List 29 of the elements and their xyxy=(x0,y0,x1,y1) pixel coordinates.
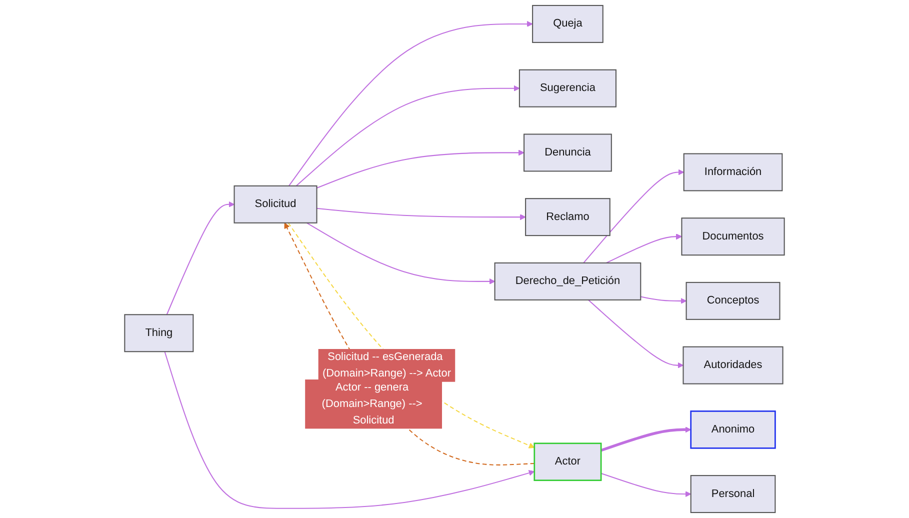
arrow xyxy=(296,85,520,186)
node-box: Información xyxy=(683,153,783,192)
node-box: Derecho_de_Petición xyxy=(494,262,642,300)
arrow xyxy=(164,351,535,509)
node-box: Sugerencia xyxy=(518,69,616,108)
node-box: Conceptos xyxy=(686,282,780,320)
node-box: Actor xyxy=(534,442,602,482)
node-box: Reclamo xyxy=(525,198,610,236)
arrow xyxy=(583,169,684,264)
arrow xyxy=(606,234,682,264)
node-box: Queja xyxy=(532,4,604,43)
arrow xyxy=(166,201,235,315)
node-box: Solicitud xyxy=(234,185,318,224)
node-box: Thing xyxy=(124,314,194,352)
arrow xyxy=(306,222,496,284)
arrow xyxy=(316,208,526,220)
arrow xyxy=(600,472,692,498)
node-box: Personal xyxy=(690,475,776,514)
node-box: Anonimo xyxy=(690,410,776,449)
node-box: Documentos xyxy=(681,218,785,256)
arrow xyxy=(640,296,687,304)
edge-label: Actor -- genera (Domain>Range) --> Solicitud xyxy=(322,382,422,426)
arrow xyxy=(288,20,533,186)
arrow xyxy=(588,300,684,368)
edge-label: Solicitud -- esGenerada (Domain>Range) --> Actor xyxy=(322,351,451,380)
arrow xyxy=(600,426,692,452)
arrow xyxy=(316,150,524,188)
node-box: Autoridades xyxy=(682,346,784,384)
node-box: Denuncia xyxy=(524,134,612,172)
